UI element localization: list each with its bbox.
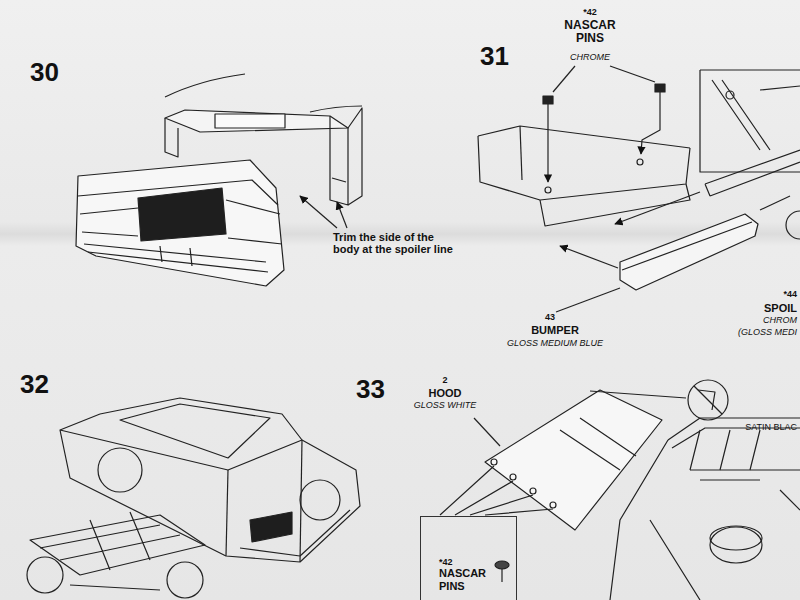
part-name: SPOIL: [737, 302, 797, 314]
callout-number: 2: [425, 376, 465, 386]
step-number: 33: [356, 375, 406, 404]
part-name: NASCAR PINS: [552, 19, 628, 45]
step-number: 31: [480, 42, 530, 71]
callout-number: 43: [530, 313, 570, 323]
callout-number: *42: [560, 8, 620, 18]
instruction-note: Trim the side of the body at the spoiler…: [333, 231, 458, 255]
paint-color: GLOSS MEDIUM BLUE: [490, 339, 620, 349]
paint-color: CHROM: [737, 316, 797, 326]
part-name: HOOD: [410, 387, 480, 399]
callout-number: *42: [439, 557, 491, 567]
paint-color: (GLOSS MEDI: [707, 328, 797, 338]
paint-color: CHROME: [555, 53, 625, 63]
step-number: 30: [30, 58, 80, 87]
step-number: 32: [20, 370, 70, 399]
callout-box: *42NASCAR PINS: [420, 516, 517, 600]
callout-number: *44: [757, 290, 797, 300]
part-name: BUMPER: [515, 324, 595, 336]
paint-color: SATIN BLAC: [697, 423, 797, 433]
part-name: NASCAR PINS: [439, 567, 491, 592]
paint-color: GLOSS WHITE: [400, 401, 490, 411]
